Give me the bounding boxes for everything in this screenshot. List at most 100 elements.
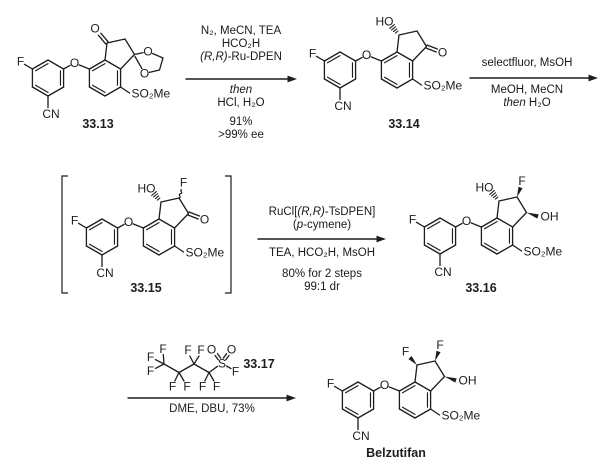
bond [398,381,416,392]
bond [100,32,109,43]
reagent-line: selectfluor, MsOH [481,57,573,69]
bond [429,408,441,416]
yield-line: >99% ee [218,129,264,141]
bond [454,222,463,228]
bond [208,365,219,374]
atom-label: SO₂Me [132,87,171,101]
wavy-bond [178,188,183,199]
reagent-line: MeOH, MeCN [490,84,564,96]
bond [426,242,441,251]
bond [426,221,441,230]
bond [77,222,88,229]
step1-conditions-below: then HCl, H₂O 91% >99% ee [179,84,303,142]
atom-label: O [90,22,99,36]
bond [414,364,418,383]
bond [158,218,176,229]
bond [511,211,528,228]
bond [151,52,164,59]
step2-conditions-below: MeOH, MeCN then H₂O [457,84,597,110]
bond [354,56,363,62]
atom-label: O [140,67,149,81]
atom-label: F [402,345,409,359]
bond [101,218,119,229]
bond [225,365,232,370]
atom-label: F [232,365,239,379]
bond [154,195,160,200]
atom-label: SO₂Me [186,246,225,260]
bond [154,358,165,365]
bond [189,355,195,365]
bond [124,38,136,56]
wedge-bond [517,186,523,197]
atom-label: F [518,174,525,188]
wedge-bond [526,212,539,219]
bond [494,196,499,200]
reagent-line: then [229,84,253,96]
atom-label: O [380,378,389,392]
atom-label: F [184,343,191,357]
atom-label: F [147,350,154,364]
atom-label: F [327,377,334,391]
bond [398,408,416,419]
bond [470,222,483,228]
compound-label: 33.16 [465,281,496,295]
compound-label: 33.13 [82,117,113,131]
bond [216,353,222,359]
bond [372,386,381,392]
bond [119,86,131,94]
bond [511,244,523,252]
bond [401,406,416,415]
bond [158,245,176,256]
bond [178,363,195,374]
yield-line: 99:1 dr [304,281,340,293]
compound-label: 33.15 [130,281,161,295]
atom-label: O [207,343,216,357]
bond [104,42,108,61]
bond [134,55,143,70]
atom-label: CN [334,99,351,113]
reagent-line: TEA, HCO₂H, MsOH [268,247,376,259]
bond [383,76,398,85]
bond [492,194,498,199]
bond [480,217,498,228]
bond [88,59,106,70]
bond [31,59,49,70]
atom-label: SO₂Me [442,409,481,423]
bond [326,55,341,64]
bond [483,221,498,230]
bond [434,360,446,378]
bond [414,408,432,419]
bond [225,354,230,361]
bond [187,214,199,220]
bond [401,385,416,394]
bond [204,371,210,382]
bond [62,64,71,70]
bond [158,201,162,220]
bond [47,59,65,70]
bond [174,371,180,382]
atom-label: F [169,380,176,394]
bond [116,223,125,229]
arrowhead [376,235,386,243]
atom-label: O [362,48,371,62]
step4-conditions-below: DME, DBU, 73% [142,403,282,416]
bond [173,245,185,253]
bond [85,218,103,229]
bond [516,196,528,214]
step1-conditions-above: N₂, MeCN, TEA HCO₂H (R,R)-Ru-DPEN [179,25,303,64]
bond [145,243,160,252]
bond [78,64,91,70]
atom-label: HO [476,181,494,195]
reagent-line: HCO₂H [221,38,261,50]
bond [88,86,106,97]
atom-label: SO₂Me [524,245,563,259]
compound-label: 33.17 [243,357,274,371]
bond [104,59,122,70]
bond [142,245,160,256]
bond [426,44,439,50]
bond [396,34,400,53]
bond [193,363,210,374]
atom-label: F [309,47,316,61]
bond [344,406,359,415]
